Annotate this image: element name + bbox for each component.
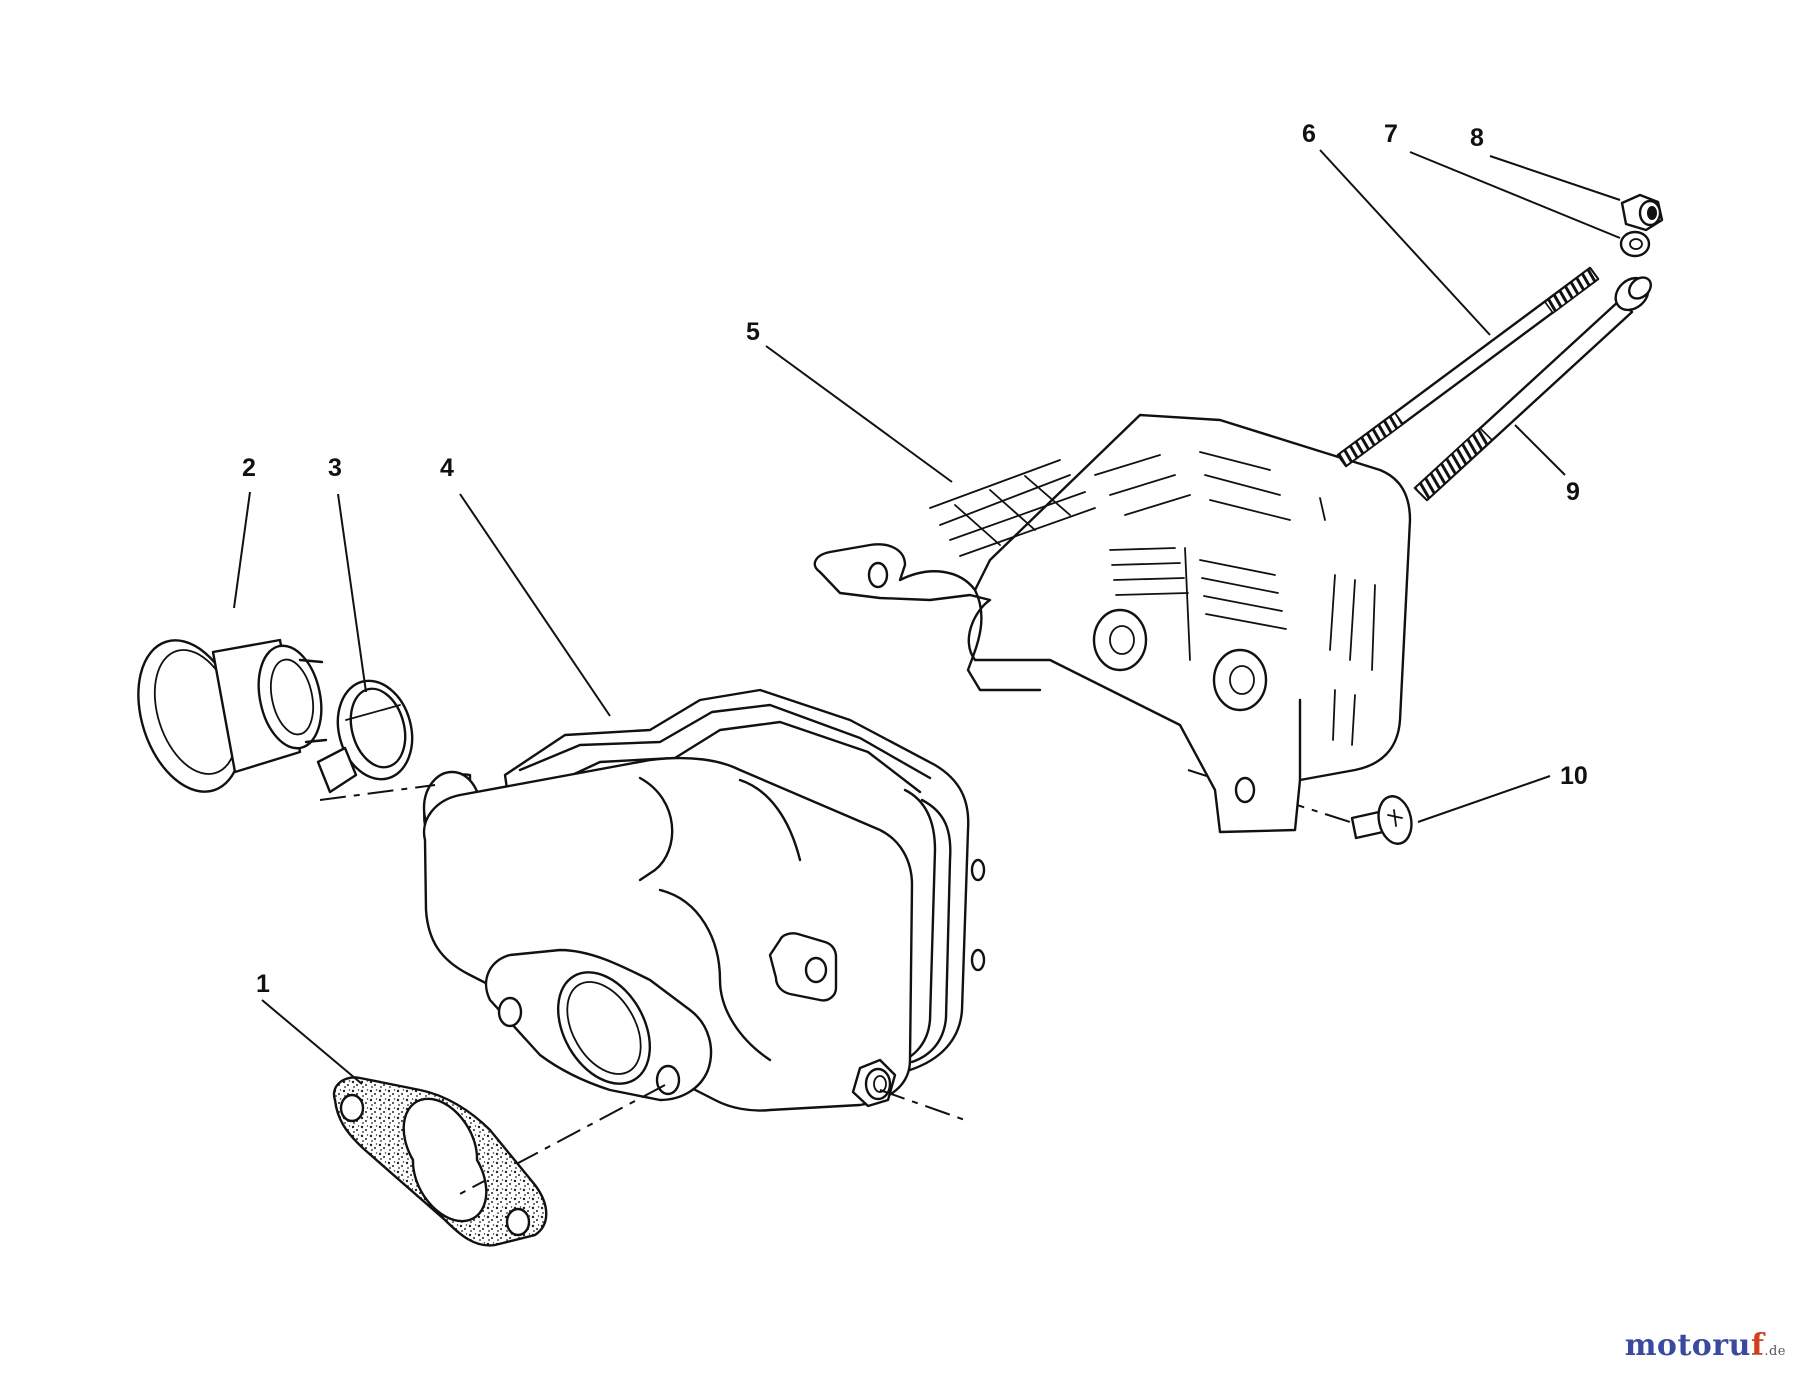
watermark-main: motoru [1624, 1328, 1751, 1363]
leader-8 [1489, 155, 1621, 201]
leader-7 [1409, 151, 1621, 239]
callout-numbers: 1 2 3 4 5 6 7 8 9 10 [242, 120, 1588, 998]
centerline-stud [879, 1089, 966, 1121]
callout-3: 3 [328, 454, 342, 482]
heat-shield [813, 413, 1412, 834]
callout-5: 5 [746, 318, 760, 346]
centerline-outlet [319, 784, 436, 801]
callout-7: 7 [1384, 120, 1398, 148]
callout-10: 10 [1560, 762, 1588, 790]
leader-5 [765, 345, 953, 483]
leader-9 [1514, 424, 1566, 476]
hose-clamp [316, 679, 414, 794]
hex-nut [1620, 193, 1664, 232]
watermark-suffix: .de [1764, 1344, 1786, 1359]
watermark-logo: motoruf.de [1625, 1328, 1786, 1363]
bolt [1413, 276, 1652, 502]
gasket [332, 1076, 548, 1247]
callout-1: 1 [256, 970, 270, 998]
exhaust-deflector [137, 638, 328, 793]
stud [1336, 266, 1600, 468]
leader-3 [337, 493, 367, 693]
leader-10 [1417, 775, 1551, 823]
washer [1619, 230, 1651, 258]
watermark-accent: f [1750, 1328, 1765, 1363]
muffler-body [422, 688, 986, 1112]
leader-4 [459, 493, 611, 717]
screw [1350, 795, 1413, 845]
callout-9: 9 [1566, 478, 1580, 506]
callout-2: 2 [242, 454, 256, 482]
callout-4: 4 [440, 454, 454, 482]
callout-6: 6 [1302, 120, 1316, 148]
leader-1 [261, 999, 363, 1085]
callout-8: 8 [1470, 124, 1484, 152]
leader-6 [1319, 149, 1491, 336]
leader-lines [233, 149, 1621, 1085]
leader-2 [233, 491, 251, 609]
